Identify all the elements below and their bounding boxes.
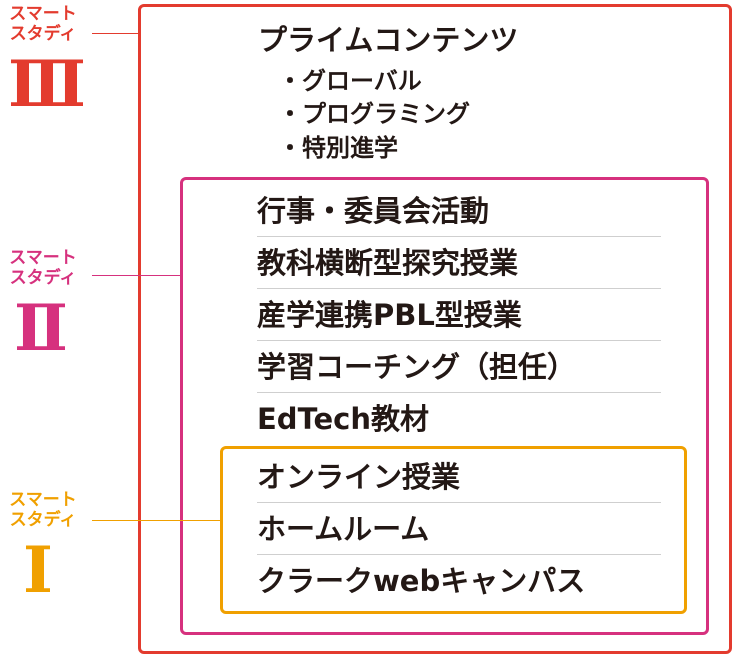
prime-contents-title: プライムコンテンツ — [258, 23, 519, 57]
level-2-item: 教科横断型探究授業 — [257, 237, 661, 289]
level-1-item: クラークwebキャンパス — [257, 564, 586, 598]
prime-subitem: ・グローバル — [278, 67, 422, 95]
prime-subitem: ・特別進学 — [278, 134, 398, 162]
level-1-item: ホームルーム — [257, 503, 661, 555]
prime-subitem: ・プログラミング — [278, 100, 470, 128]
level-3-numeral: Ⅲ — [8, 47, 86, 122]
level-2-item: 学習コーチング（担任） — [257, 341, 661, 393]
level-2-numeral: Ⅱ — [14, 291, 68, 366]
level-2-label: スマート スタディ — [9, 248, 77, 288]
level-1-numeral: Ⅰ — [23, 533, 53, 608]
level-3-connector — [92, 33, 138, 34]
level-1-connector — [92, 520, 220, 521]
level-3-frame — [138, 4, 732, 654]
level-1-label: スマート スタディ — [9, 490, 77, 530]
level-1-item: オンライン授業 — [257, 451, 661, 503]
level-2-connector — [92, 275, 180, 276]
level-2-item: EdTech教材 — [257, 402, 430, 436]
level-2-item: 行事・委員会活動 — [257, 185, 661, 237]
level-2-frame — [180, 177, 709, 635]
level-2-item: 産学連携PBL型授業 — [257, 289, 661, 341]
level-1-frame — [220, 446, 687, 614]
level-3-label: スマート スタディ — [9, 4, 77, 44]
